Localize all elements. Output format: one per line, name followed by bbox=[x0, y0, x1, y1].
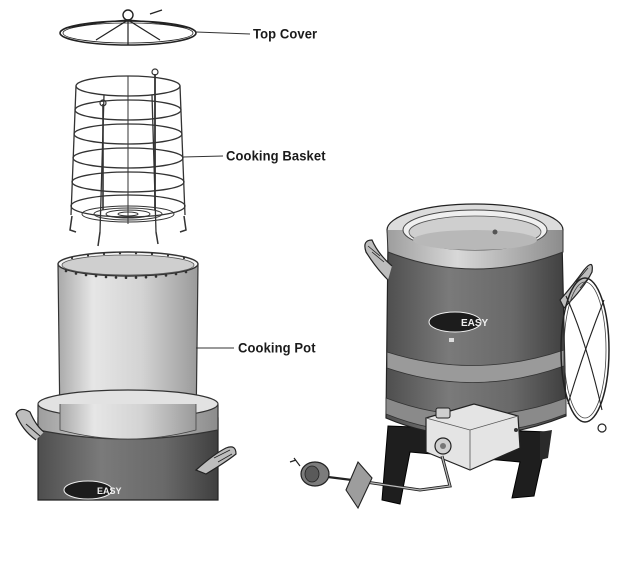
top-cover-leader bbox=[195, 31, 251, 35]
label-cooking-pot: Cooking Pot bbox=[238, 339, 316, 356]
cooking-basket-leader bbox=[182, 155, 224, 158]
label-top-cover: Top Cover bbox=[253, 25, 318, 42]
label-cooking-basket: Cooking Basket bbox=[226, 147, 326, 164]
top-cover bbox=[59, 9, 197, 46]
cooking-basket bbox=[69, 68, 187, 247]
logo-text-left: EASY bbox=[97, 486, 122, 496]
assembled-fryer: EASY bbox=[289, 203, 610, 510]
logo-text-right: EASY bbox=[461, 318, 489, 329]
fryer-base-left: EASY bbox=[15, 389, 237, 501]
